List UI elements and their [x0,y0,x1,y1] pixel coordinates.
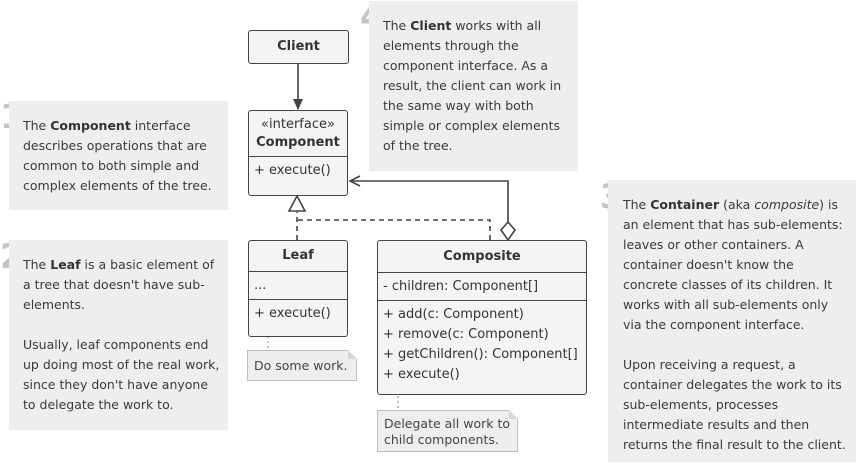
note-leaf: The Leaf is a basic element of a tree th… [9,240,228,430]
composite-class: Composite - children: Component[] + add(… [377,240,587,395]
note-leaf-text-2: Usually, leaf components end up doing mo… [23,337,220,412]
leaf-note-text: Do some work. [254,358,348,373]
composite-sticky-note: Delegate all work to child components. [377,410,518,452]
composite-method-remove: + remove(c: Component) [383,327,549,342]
composite-aggregation-line [350,181,509,222]
note-container-text: The Container (aka composite) is an elem… [623,197,843,332]
composite-note-line2: child components. [384,432,499,447]
component-name: Component [256,135,340,150]
note-client: The Client works with all elements throu… [369,1,578,171]
aggregation-diamond [499,220,517,242]
composite-method-getchildren: + getChildren(): Component[] [383,347,578,362]
component-method: + execute() [254,163,331,178]
composite-field: - children: Component[] [383,279,539,294]
component-methods: + execute() [249,156,347,184]
leaf-method: + execute() [254,306,331,321]
composite-fields: - children: Component[] [378,272,586,300]
composite-method-add: + add(c: Component) [383,307,524,322]
composite-method-execute: + execute() [383,367,460,382]
composite-note-line1: Delegate all work to [384,416,510,431]
realization-triangle [287,194,307,212]
leaf-class-name: Leaf [282,248,314,263]
leaf-field: ... [254,278,267,293]
component-stereotype: «interface» [261,117,335,132]
note-client-text: The Client works with all elements throu… [383,18,562,153]
note-component: The Component interface describes operat… [9,101,228,210]
composite-note-fold [509,410,518,419]
leaf-class: Leaf ... + execute() [248,240,348,337]
note-leaf-text: The Leaf is a basic element of a tree th… [23,257,215,312]
leaf-sticky-note: Do some work. [247,350,357,381]
leaf-note-fold [348,350,357,359]
client-class: Client [248,30,349,64]
composite-class-name: Composite [443,249,521,264]
component-interface: «interface» Component + execute() [248,110,348,196]
note-component-text: The Component interface describes operat… [23,118,212,193]
note-container: The Container (aka composite) is an elem… [608,180,856,462]
leaf-methods: + execute() [249,299,347,327]
client-class-name: Client [277,39,320,54]
note-container-text-2: Upon receiving a request, a container de… [623,357,846,452]
leaf-fields: ... [249,271,347,299]
composite-realization-line [297,219,491,240]
composite-methods: + add(c: Component) + remove(c: Componen… [378,300,586,389]
